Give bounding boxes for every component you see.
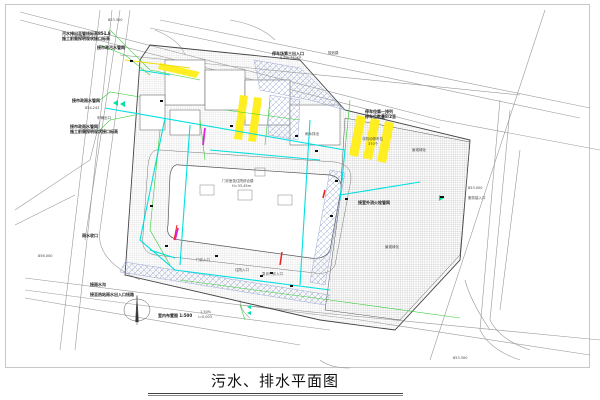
parking-top-2: 5.5m 750KP <box>280 56 302 60</box>
elevation-left: 854.243 <box>85 106 100 110</box>
parking-top-1: 停车场第三出入口 <box>272 51 304 56</box>
leader-label-4b: 施工前需探明现状接口标高 <box>70 129 118 134</box>
label-rain-collect: 雨水收口 <box>82 233 98 238</box>
parking-right-2: 停车位数量8/2至 <box>365 114 397 119</box>
gate-2: 急诊门诊入口 <box>262 272 283 276</box>
building-label-1: 门诊医技住院综合楼 <box>222 179 254 183</box>
yellow-zone-label: 非机动停车位 <box>362 137 383 141</box>
hatched-area-label: 景观绿化 <box>412 148 426 152</box>
yellow-pipe <box>124 59 191 69</box>
flow-arrows <box>113 100 444 315</box>
gate-3: 住院入口 <box>235 268 249 272</box>
yellow-zone-sub: 370个 <box>368 142 379 146</box>
special-pipes <box>173 127 326 266</box>
elevation-bottom-left: 856.000 <box>38 254 53 258</box>
drain-pipes <box>99 29 461 321</box>
elevation-bottom-right: 853.300 <box>453 356 468 360</box>
parking-right-1: 停车位第一排列 <box>365 109 393 114</box>
dim-2: i=0.003 <box>198 315 212 319</box>
label-rain-ditch: 接雨水沟 <box>90 282 106 287</box>
green-area-right: 景观绿化 <box>385 245 399 249</box>
elevation-right: 853.000 <box>468 186 483 190</box>
drawing-title: 污水、排水平面图 <box>210 372 339 390</box>
leader-label-2: 接市政污水管网 <box>97 45 125 50</box>
leader-label-1b: 施工前需探明现状接口标高 <box>62 36 110 41</box>
label-heat-station: 接至热站雨水出入口线路 <box>90 292 134 297</box>
dim-1: 1.50% <box>200 310 212 314</box>
scale-note: 室内布置图 1:500 <box>158 313 193 318</box>
hatched-parking-strips <box>119 59 346 306</box>
elevation-top: 853.300 <box>108 18 123 22</box>
mid-label: 雨水排出 <box>305 132 319 136</box>
yellow-parking-zones <box>158 63 394 163</box>
leader-label-1a: 污水排出至管线标高851.8 <box>62 31 111 36</box>
title-underline <box>147 393 403 396</box>
building-label-2: H=33.45m <box>232 184 251 188</box>
leader-label-3: 接市政雨水管网 <box>72 98 100 103</box>
drawing-title-block: 污水、排水平面图 <box>145 370 405 396</box>
drawing-frame <box>5 4 590 368</box>
north-arrow-icon <box>123 295 151 325</box>
manhole-markers <box>130 60 444 287</box>
gate-1: 门诊入口 <box>196 258 210 262</box>
road-name: 规划路 <box>328 51 339 55</box>
entrance-left: 车辆出口 <box>97 116 111 120</box>
entrance-right: 服务接入口 <box>468 196 486 200</box>
lawn-right <box>324 117 471 321</box>
fire-pipe-label: 接室外消火栓管网 <box>358 200 390 205</box>
leader-label-4a: 接市政雨水管网 <box>70 124 98 129</box>
sewer-pipes <box>104 69 421 291</box>
